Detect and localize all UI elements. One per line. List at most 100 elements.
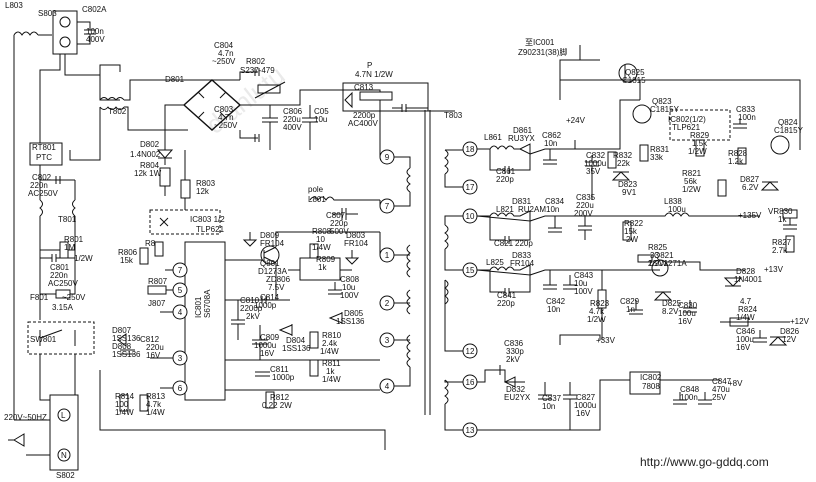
label-d831: D831	[512, 197, 532, 206]
label-c804-r: ~250V	[212, 57, 236, 66]
label-plus24: +24V	[566, 116, 586, 125]
label-p-top: P	[367, 61, 372, 70]
label-c836: C836	[504, 339, 524, 348]
r803-resistor	[180, 179, 191, 199]
label-d833-v: FR104	[510, 259, 535, 268]
label-c814-v: 1000p	[254, 301, 277, 310]
r806-resistor	[139, 247, 149, 265]
label-d826: D826	[780, 327, 800, 336]
label-d801: D801	[165, 75, 185, 84]
label-c813-r: AC400V	[348, 119, 378, 128]
label-c830-v: 100u	[678, 309, 696, 318]
label-r810: R810	[322, 331, 342, 340]
ic801-pin6-label: 6	[178, 384, 183, 393]
label-d807: D807	[112, 326, 132, 335]
label-c812-v: 220u	[146, 343, 164, 352]
r813-resistor	[139, 394, 149, 412]
label-r823-v: 4.7k	[589, 307, 605, 316]
label-q821-v: 2SC1271A	[648, 259, 687, 268]
label-c811-v: 1000p	[272, 373, 295, 382]
label-c804-v: 4.7n	[218, 49, 234, 58]
label-c809-r: 16V	[260, 349, 275, 358]
label-r825-r: 1/2W	[648, 259, 667, 268]
label-c810-v: 2200p	[240, 304, 263, 313]
label-t802: T802	[108, 107, 127, 116]
ic801-pin4-label: 4	[178, 308, 183, 317]
label-r814-v: 100	[115, 400, 129, 409]
r802-thermistor	[257, 84, 281, 94]
d823-zener	[611, 171, 631, 181]
label-r821: R821	[682, 169, 702, 178]
label-r812: R812	[270, 393, 290, 402]
label-c847: C847	[712, 377, 732, 386]
input-section: L N	[8, 10, 240, 471]
label-c807: C807	[326, 211, 346, 220]
label-q801: Q801	[260, 259, 280, 268]
label-c835-v: 220u	[576, 201, 594, 210]
bridge-section	[156, 68, 381, 210]
label-plus33: +33V	[596, 336, 616, 345]
ic801-chip	[184, 241, 226, 401]
label-c861-v: 220p	[496, 175, 514, 184]
r822-resistor	[622, 221, 632, 241]
snubber-resistor	[359, 91, 393, 101]
label-ic802b: IC802	[640, 373, 662, 382]
t803-pin4-label: 4	[385, 382, 390, 391]
d825-zener	[653, 291, 673, 301]
t803-pin3-label: 3	[385, 336, 390, 345]
label-c811: C811	[270, 365, 289, 374]
label-r803: R803	[196, 179, 216, 188]
label-c837-v: 10n	[542, 402, 555, 411]
label-c810: C810	[240, 296, 260, 305]
t803-pin7-label: 7	[385, 202, 390, 211]
label-d809-v: FR104	[260, 239, 285, 248]
label-t803: T803	[444, 111, 463, 120]
label-c806: C806	[283, 107, 303, 116]
label-c806-v: 220u	[283, 115, 301, 124]
r828-resistor	[737, 147, 747, 165]
label-c862: C862	[542, 131, 562, 140]
t803-pin15-label: 15	[466, 266, 475, 275]
label-c809: C809	[260, 333, 280, 342]
label-l803: L803	[5, 1, 23, 10]
label-r811: R811	[322, 359, 341, 368]
label-l838: L838	[664, 197, 682, 206]
label-r823-r: 1/2W	[587, 315, 606, 324]
label-c804: C804	[214, 41, 234, 50]
label-c803-v: 4.7n	[218, 113, 234, 122]
label-plus13: +13V	[764, 265, 784, 274]
r807-resistor	[147, 285, 167, 295]
label-d827-v: 6.2V	[742, 183, 759, 192]
label-pole: pole	[308, 185, 324, 194]
label-c814: C814	[260, 293, 280, 302]
r831-resistor	[639, 144, 649, 162]
label-c836-v: 330p	[506, 347, 524, 356]
label-d832: D832	[506, 385, 526, 394]
label-r813-r: 1/4W	[146, 408, 165, 417]
s802-pin-l: L	[61, 411, 66, 420]
label-c821: C821	[494, 239, 514, 248]
label-f801-v: ~250V	[62, 293, 86, 302]
label-d833: D833	[512, 251, 532, 260]
ic802-regulator	[629, 371, 661, 395]
label-r811-r: 1/4W	[322, 375, 341, 384]
label-r829-v: 1.5k	[692, 139, 708, 148]
label-d805-v: 1SS136	[336, 317, 365, 326]
label-d809: D809	[260, 231, 280, 240]
label-d805: D805	[344, 309, 364, 318]
label-c848-v: 100n	[680, 393, 698, 402]
ic801-pin7-label: 7	[178, 266, 183, 275]
label-q823: Q823	[652, 97, 672, 106]
t803-pin18-label: 18	[466, 145, 475, 154]
label-r804: R804	[140, 161, 160, 170]
label-l838-v: 100u	[668, 205, 686, 214]
label-c802a: C802A	[82, 5, 107, 14]
label-r812-v: 0.22 2W	[262, 401, 292, 410]
q821-transistor	[651, 259, 669, 277]
snubber-box	[342, 82, 429, 112]
label-r827: R827	[772, 238, 792, 247]
ic801-pin5-label: 5	[178, 286, 183, 295]
label-d861: D861	[513, 126, 533, 135]
ic801-pin3-label: 3	[178, 354, 183, 363]
